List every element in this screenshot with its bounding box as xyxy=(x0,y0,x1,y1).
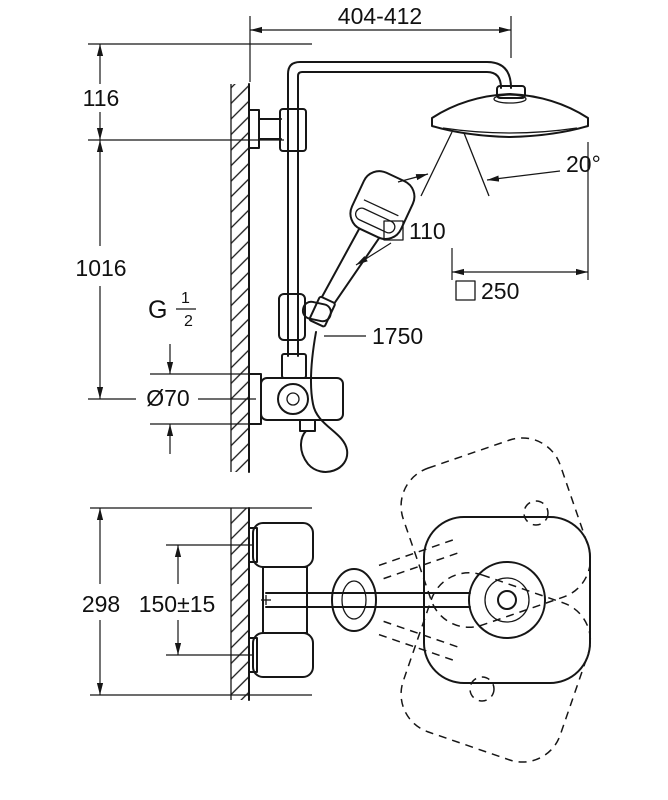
hand-shower-handle xyxy=(320,227,361,299)
wall-section-bottom xyxy=(230,507,250,701)
dim-arm-offset: 116 xyxy=(83,43,312,141)
dim-hand-shower-size-label: 110 xyxy=(409,218,446,244)
plan-view: 298 150±15 xyxy=(82,437,592,763)
spray-angle-lines xyxy=(420,131,490,197)
riser-union-fitting xyxy=(281,353,307,379)
dim-depth: 298 xyxy=(82,507,312,696)
dim-spray-angle: 20° xyxy=(397,151,601,183)
head-shower-plan xyxy=(423,516,591,684)
square-symbol-icon xyxy=(455,280,476,301)
mixer-handle xyxy=(252,522,314,568)
dim-hose-length-label: 1750 xyxy=(372,323,423,349)
hand-shower-head xyxy=(349,170,416,241)
swivel-detail-circle xyxy=(523,500,549,526)
mixer-body-plan xyxy=(262,566,308,634)
mixer-outlet xyxy=(299,419,316,432)
mixer-handle xyxy=(252,632,314,678)
hand-shower-face xyxy=(354,207,396,234)
thread-size-label: G 1 2 xyxy=(148,290,196,330)
thread-prefix: G xyxy=(148,296,167,324)
side-elevation-view: 404-412 116 1016 G 1 2 xyxy=(75,3,601,473)
dim-head-shower-size-label: 250 xyxy=(481,278,519,304)
head-shower-nut xyxy=(496,85,526,99)
dim-center-distance-label: 150±15 xyxy=(139,591,216,617)
thread-numerator: 1 xyxy=(181,290,190,307)
hand-shower xyxy=(308,170,416,328)
wall-section-top xyxy=(230,83,250,473)
dim-top-width: 404-412 xyxy=(249,3,512,82)
dim-supply-diameter: Ø70 xyxy=(146,344,252,454)
dim-height-label: 1016 xyxy=(75,255,126,281)
dim-supply-diameter-label: Ø70 xyxy=(146,385,189,411)
dim-center-distance: 150±15 xyxy=(139,544,253,656)
head-shower-swivel-up xyxy=(378,437,592,629)
hand-shower-plan xyxy=(331,568,377,632)
dim-depth-label: 298 xyxy=(82,591,120,617)
dim-top-width-label: 404-412 xyxy=(338,3,422,29)
swivel-detail-circle xyxy=(469,676,495,702)
thread-denominator: 2 xyxy=(184,313,193,330)
mixer-body xyxy=(260,377,344,421)
head-shower-swivel-down xyxy=(378,571,592,763)
shower-arm-plan xyxy=(261,568,471,632)
dim-spray-angle-label: 20° xyxy=(566,151,601,177)
dim-hose-length: 1750 xyxy=(324,323,423,349)
dim-arm-offset-label: 116 xyxy=(83,85,120,111)
hose-connector xyxy=(308,295,336,328)
shower-hose xyxy=(300,331,349,473)
head-shower-side xyxy=(431,85,589,138)
thermostat-mixer-side xyxy=(248,373,344,432)
square-symbol-icon xyxy=(383,220,404,241)
thermostat-mixer-plan xyxy=(248,522,314,678)
dim-hand-shower-size: 110 xyxy=(355,218,446,266)
dim-height: 1016 xyxy=(75,140,256,400)
wall-bracket xyxy=(248,108,307,152)
dim-head-shower-size: 250 xyxy=(451,142,589,304)
